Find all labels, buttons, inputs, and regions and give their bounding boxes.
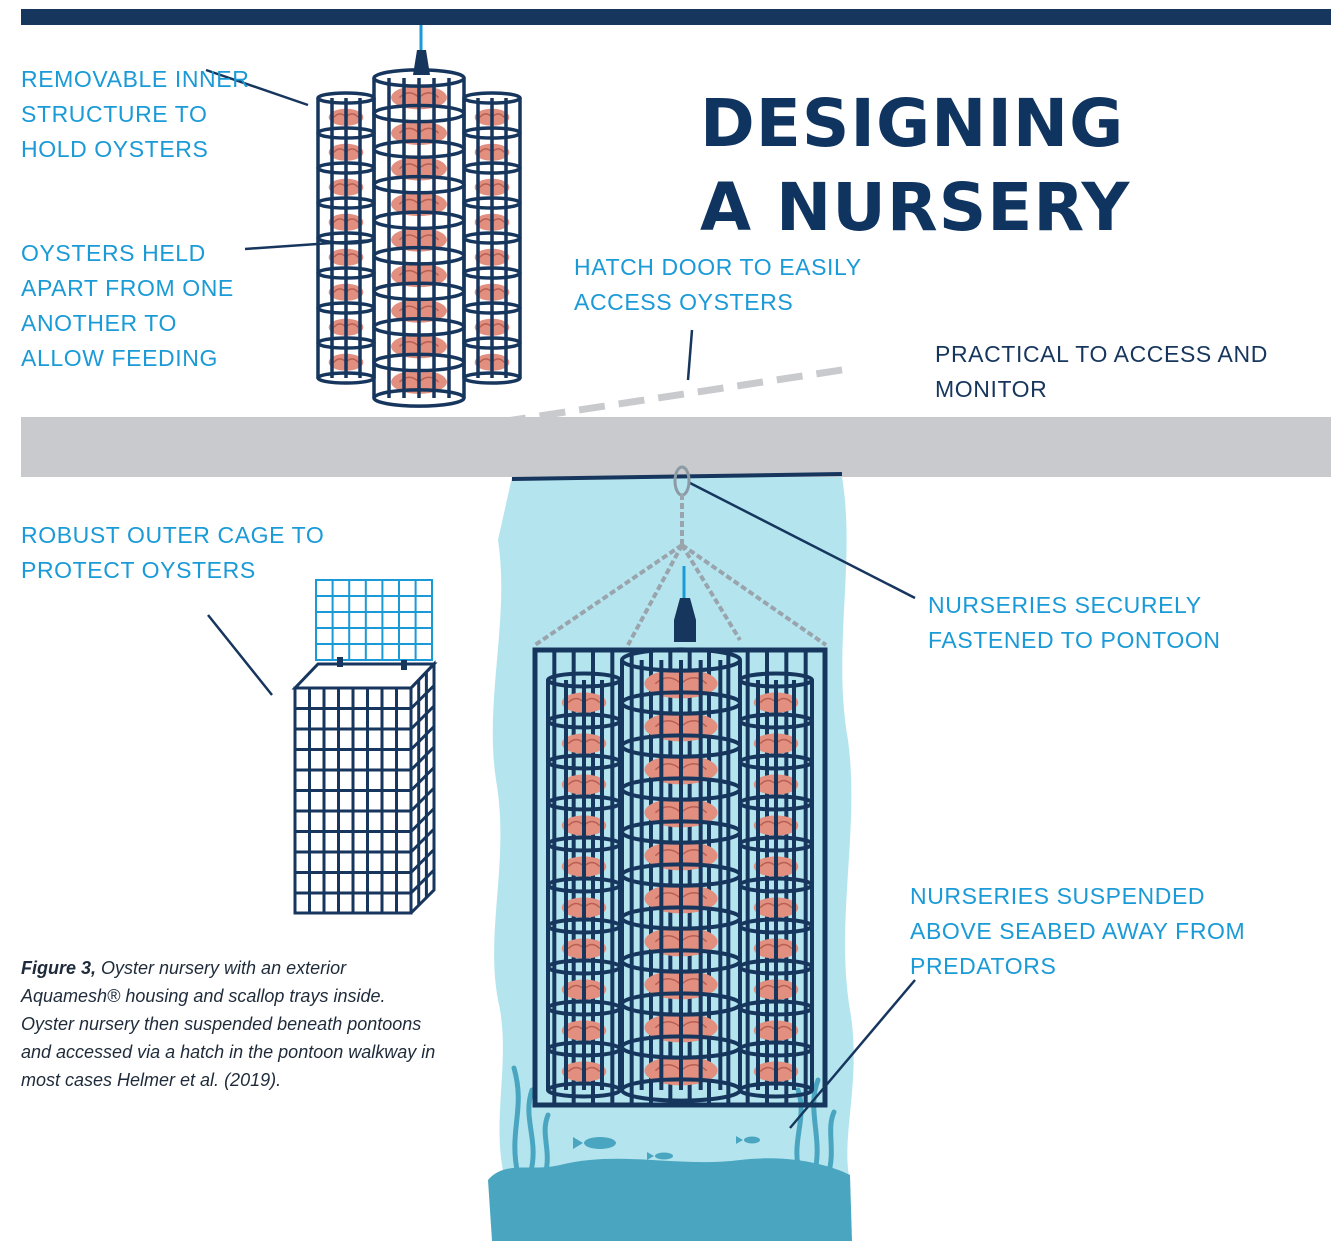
title-line-1: DESIGNING bbox=[700, 85, 1125, 162]
fish-icon bbox=[573, 1136, 760, 1160]
chains bbox=[533, 494, 828, 647]
label-suspended-above-seabed: NURSERIES SUSPENDED ABOVE SEABED AWAY FR… bbox=[910, 883, 1246, 979]
seabed bbox=[488, 1158, 852, 1241]
caption-text: Oyster nursery with an exterior Aquamesh… bbox=[21, 958, 436, 1090]
label-removable-inner-structure: REMOVABLE INNER STRUCTURE TO HOLD OYSTER… bbox=[21, 66, 250, 162]
label-securely-fastened: NURSERIES SECURELY FASTENED TO PONTOON bbox=[928, 592, 1221, 653]
top-banner-bar bbox=[21, 9, 1331, 25]
suspended-nursery-illustration bbox=[532, 647, 828, 1108]
label-hatch-door: HATCH DOOR TO EASILY ACCESS OYSTERS bbox=[574, 254, 862, 315]
pontoon-bar bbox=[511, 472, 843, 481]
label-oysters-held-apart: OYSTERS HELD APART FROM ONE ANOTHER TO A… bbox=[21, 240, 234, 371]
outer-cage-illustration bbox=[291, 579, 438, 915]
page-title: DESIGNING A NURSERY bbox=[700, 82, 1130, 250]
inner-cage-illustration bbox=[316, 25, 522, 408]
hatch-dashed-line bbox=[499, 364, 856, 426]
figure-label: Figure 3, bbox=[21, 958, 97, 978]
seaweed-icon bbox=[511, 1065, 837, 1178]
title-line-2: A NURSERY bbox=[700, 169, 1131, 246]
label-robust-outer-cage: ROBUST OUTER CAGE TO PROTECT OYSTERS bbox=[21, 522, 325, 583]
label-practical-access: PRACTICAL TO ACCESS AND MONITOR bbox=[935, 341, 1268, 402]
figure-caption: Figure 3, Oyster nursery with an exterio… bbox=[21, 954, 441, 1094]
pontoon-walkway bbox=[21, 417, 1331, 477]
